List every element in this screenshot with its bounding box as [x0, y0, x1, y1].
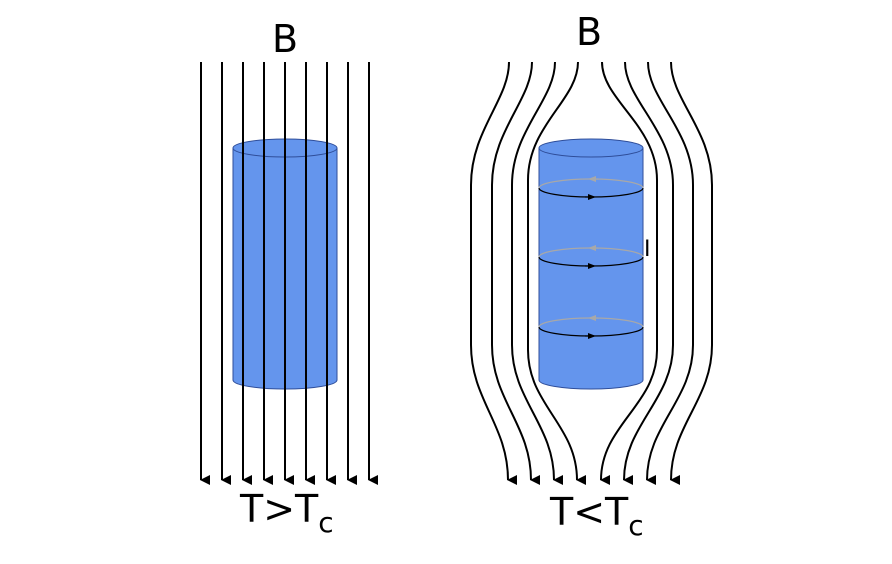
normal-state-panel: B T>Tc — [200, 17, 378, 539]
field-line — [527, 61, 587, 485]
field-label-b-right: B — [576, 10, 602, 54]
field-line — [670, 61, 713, 486]
superconducting-state-panel: B — [470, 10, 713, 542]
field-lines-expelled — [470, 61, 713, 486]
field-line — [511, 61, 564, 485]
current-loops-front — [538, 187, 644, 339]
condition-label-superconducting: T<Tc — [549, 490, 644, 542]
condition-label-normal: T>Tc — [239, 487, 334, 539]
field-label-b-left: B — [272, 17, 298, 61]
field-line — [646, 61, 694, 486]
field-line — [600, 61, 658, 486]
superconducting-cylinder — [538, 138, 644, 390]
field-lines-normal — [200, 62, 378, 485]
cylinder-top — [538, 138, 644, 158]
field-line — [623, 61, 674, 486]
field-line — [470, 61, 518, 485]
current-label: I — [644, 237, 651, 262]
field-line — [491, 61, 541, 485]
current-loops-back — [538, 176, 644, 328]
